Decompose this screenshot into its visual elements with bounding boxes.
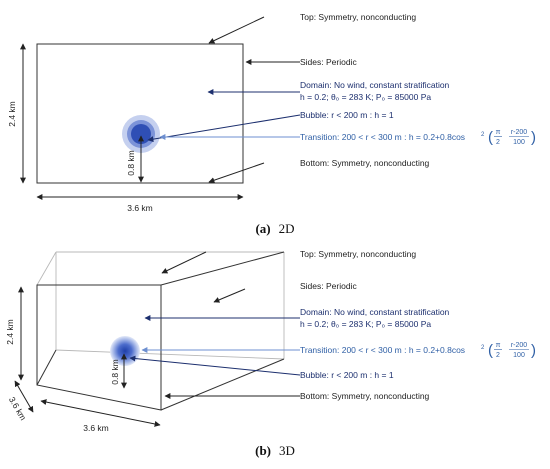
top-leader-3d [161, 251, 207, 274]
frac1-den-3d: 2 [496, 352, 500, 359]
domain-label-line1-3d: Domain: No wind, constant stratification [300, 307, 450, 317]
frac2-den-3d: 100 [513, 352, 525, 359]
domain-label-line2-3d: h = 0.2; θ₀ = 283 K; P₀ = 85000 Pa [300, 319, 431, 329]
height-label: 2.4 km [7, 101, 17, 127]
panel-2d: 0.8 km 2.4 km 3.6 km Top: Symmetry, nonc… [7, 12, 536, 237]
elevation-label: 0.8 km [126, 150, 136, 176]
bottom-leader [208, 162, 265, 184]
sides-label-3d: Sides: Periodic [300, 281, 357, 291]
sides-leader-3d [213, 288, 246, 303]
bubble-leader-3d [129, 355, 301, 376]
caption-3d: (b) 3D [255, 442, 295, 459]
height-label-3d: 2.4 km [5, 319, 15, 345]
paren-close-2d: ) [531, 129, 536, 146]
domain-box-2d [36, 43, 244, 184]
bubble-label-2d: Bubble: r < 200 m : h = 1 [300, 110, 394, 120]
frac2-den-2d: 100 [513, 139, 525, 146]
width-label-3d: 3.6 km [83, 423, 109, 433]
caption-text-3d: 3D [279, 443, 295, 458]
caption-letter-2d: (a) [255, 221, 270, 236]
frac2-num-2d: r-200 [511, 129, 527, 136]
frac1-num-3d: π [496, 342, 501, 349]
caption-letter-3d: (b) [255, 443, 271, 458]
paren-close-3d: ) [531, 342, 536, 359]
bottom-label-3d: Bottom: Symmetry, nonconducting [300, 391, 430, 401]
transition-formula-2d: Transition: 200 < r < 300 m : h = 0.2+0.… [300, 129, 536, 146]
transition-formula-3d: Transition: 200 < r < 300 m : h = 0.2+0.… [300, 342, 536, 359]
depth-dimension-arrow-3d [14, 380, 34, 413]
paren-open-2d: ( [488, 129, 493, 146]
front-edges [36, 251, 285, 411]
caption-2d: (a) 2D [255, 220, 294, 237]
bubble-core [131, 124, 151, 144]
top-label-2d: Top: Symmetry, nonconducting [300, 12, 416, 22]
back-edges [36, 251, 285, 360]
frac2-num-3d: r-200 [511, 342, 527, 349]
bubble-leader [147, 114, 301, 143]
bottom-label-2d: Bottom: Symmetry, nonconducting [300, 158, 430, 168]
top-leader [208, 16, 265, 44]
frac1-num-2d: π [496, 129, 501, 136]
transition-label-3d: Transition: 200 < r < 300 m : h = 0.2+0.… [300, 345, 465, 355]
transition-label-2d: Transition: 200 < r < 300 m : h = 0.2+0.… [300, 132, 465, 142]
width-dimension-arrow-3d [40, 399, 161, 427]
cos-exponent-2d: 2 [481, 132, 485, 138]
domain-label-line2-2d: h = 0.2; θ₀ = 283 K; P₀ = 85000 Pa [300, 92, 431, 102]
paren-open-3d: ( [488, 342, 493, 359]
elevation-label-3d: 0.8 km [110, 359, 120, 385]
width-label: 3.6 km [127, 203, 153, 213]
cos-exponent-3d: 2 [481, 345, 485, 351]
frac1-den-2d: 2 [496, 139, 500, 146]
domain-label-line1-2d: Domain: No wind, constant stratification [300, 80, 450, 90]
bubble-label-3d: Bubble: r < 200 m : h = 1 [300, 370, 394, 380]
caption-text-2d: 2D [279, 221, 295, 236]
top-label-3d: Top: Symmetry, nonconducting [300, 249, 416, 259]
sides-label-2d: Sides: Periodic [300, 57, 357, 67]
panel-3d: 0.8 km 2.4 km 3.6 km 3.6 km Top: Symmetr… [5, 249, 536, 459]
